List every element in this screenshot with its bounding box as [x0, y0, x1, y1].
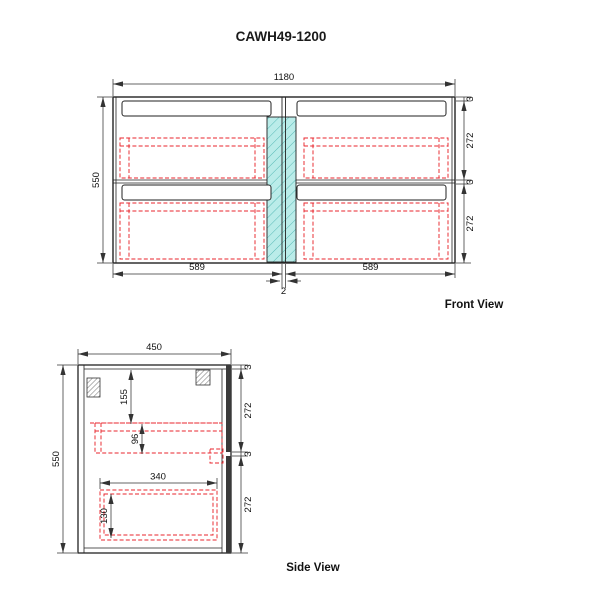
hidden-upper-box — [94, 422, 223, 454]
side-dim-handle-offset: 155 — [119, 389, 130, 405]
hidden-drawer-box — [303, 202, 449, 260]
drawer-front-section-lower — [226, 456, 231, 553]
front-dimension-lines — [97, 79, 471, 288]
front-dim-center-gap: 2 — [281, 286, 286, 297]
side-dim-upper-drawer: 272 — [243, 403, 254, 419]
side-dim-upper-box-depth: 96 — [130, 434, 141, 445]
handle-groove — [296, 184, 447, 201]
handle-groove — [121, 184, 272, 201]
side-dim-lower-box-depth: 340 — [150, 472, 166, 483]
mounting-bracket — [195, 369, 211, 386]
front-dim-top-gap: 3 — [465, 96, 476, 101]
front-hidden-drawer-boxes — [119, 137, 449, 260]
side-dim-depth: 450 — [146, 342, 162, 353]
center-divider-panel — [266, 116, 297, 263]
side-view: 450 550 3 272 3 272 155 96 340 130 Side … — [51, 342, 340, 574]
front-handle-grooves — [121, 100, 447, 201]
side-dim-lower-box-height: 130 — [99, 508, 110, 524]
front-dim-upper-drawer: 272 — [465, 133, 476, 149]
hidden-drawer-box — [119, 137, 265, 179]
drawing-title: CAWH49-1200 — [236, 29, 327, 44]
front-view-label: Front View — [445, 299, 504, 311]
hidden-front-connector — [209, 448, 224, 464]
front-dim-height: 550 — [91, 172, 102, 188]
side-dim-mid-gap: 3 — [243, 451, 254, 456]
side-dim-height: 550 — [51, 451, 62, 467]
side-dim-lower-drawer: 272 — [243, 497, 254, 513]
front-dim-right-width: 589 — [363, 262, 379, 273]
front-dim-mid-gap: 3 — [465, 179, 476, 184]
front-dim-left-width: 589 — [189, 262, 205, 273]
side-dim-top-gap: 3 — [243, 364, 254, 369]
hidden-drawer-box — [303, 137, 449, 179]
side-view-label: Side View — [286, 562, 340, 574]
side-dimension-texts: 450 550 3 272 3 272 155 96 340 130 Side … — [51, 342, 340, 574]
front-cabinet-outline — [112, 96, 456, 264]
drawer-front-section-upper — [226, 365, 231, 452]
hidden-drawer-box — [119, 202, 265, 260]
front-dimension-texts: 1180 550 3 272 3 272 589 589 2 Front Vie… — [91, 72, 503, 311]
handle-groove — [296, 100, 447, 117]
front-dim-width: 1180 — [274, 72, 294, 83]
front-dim-lower-drawer: 272 — [465, 216, 476, 232]
mounting-bracket — [86, 377, 101, 398]
handle-groove — [121, 100, 272, 117]
hidden-lower-box — [99, 489, 218, 541]
front-view: 1180 550 3 272 3 272 589 589 2 Front Vie… — [91, 72, 503, 311]
hidden-lower-box-inner — [103, 493, 214, 536]
side-hidden-drawer-boxes — [90, 422, 224, 541]
side-dimension-lines — [57, 349, 248, 554]
